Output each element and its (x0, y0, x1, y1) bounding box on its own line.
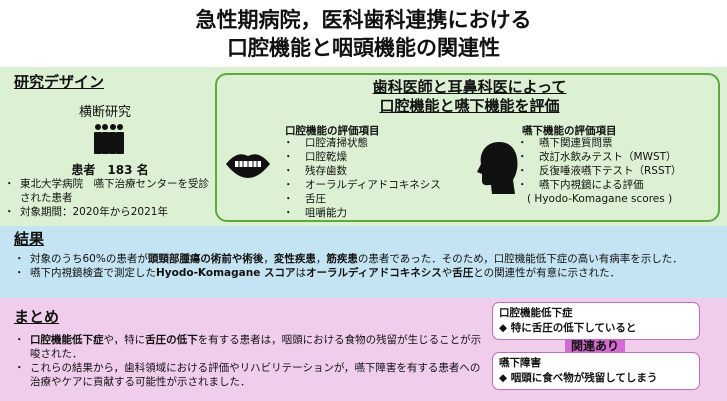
list-item: 対象のうち60%の患者が頭頸部腫瘍の術前や術後，変性疾患，筋疾患の患者であった．… (14, 252, 719, 266)
emphasis: Hyodo-Komagane スコア (156, 267, 296, 279)
box-title-2: 口腔機能と嚥下機能を評価 (379, 97, 560, 115)
emphasis: オーラルディアドコキネシス (305, 267, 442, 279)
swallow-items: 嚥下関連質問票 改訂水飲みテスト（MWST） 反復唾液嚥下テスト（RSST） 嚥… (517, 136, 682, 192)
page-title: 急性期病院，医科歯科連携における 口腔機能と咽頭機能の関連性 (0, 6, 727, 62)
results-bullets: 対象のうち60%の患者が頭頸部腫瘍の術前や術後，変性疾患，筋疾患の患者であった．… (14, 252, 719, 280)
list-item: 反復唾液嚥下テスト（RSST） (517, 164, 682, 178)
emphasis: 頭頸部腫瘍の術前や術後 (147, 253, 264, 265)
emphasis: 舌圧 (452, 267, 474, 279)
study-type: 横断研究 (78, 105, 131, 120)
people-icon (94, 124, 124, 154)
design-heading: 研究デザイン (14, 73, 105, 91)
list-item: 嚥下関連質問票 (517, 136, 682, 150)
text: を有する患者は，咽頭における食物の残留が生じることが示唆された． (30, 334, 482, 360)
box-title: 口腔機能低下症 (499, 307, 573, 319)
list-item: 嚥下内視鏡による評価 (517, 178, 682, 192)
text: の患者であった．そのため，口腔機能低下症の高い有病率を示した． (357, 253, 683, 265)
text: ， (315, 253, 327, 265)
list-item: 口腔機能低下症や，特に舌圧の低下を有する患者は，咽頭における食物の残留が生じるこ… (14, 333, 484, 361)
list-item: 東北大学病院 嚥下治療センターを受診された患者 (4, 177, 214, 205)
evaluation-box: 歯科医師と耳鼻科医によって 口腔機能と嚥下機能を評価 口腔機能の評価項目 口腔清… (215, 73, 720, 222)
emphasis: 変性疾患 (273, 253, 316, 265)
emphasis: 舌圧の低下 (145, 334, 198, 346)
text: との関連性が有意に示された． (473, 267, 621, 279)
title-line-2: 口腔機能と咽頭機能の関連性 (227, 36, 500, 60)
oral-items: 口腔清掃状態 口腔乾燥 残存歯数 オーラルディアドコキネシス 舌圧 咀嚼能力 (283, 136, 441, 220)
box-title-1: 歯科医師と耳鼻科医によって (372, 78, 567, 96)
mouth-icon (226, 154, 270, 178)
list-item: オーラルディアドコキネシス (283, 178, 441, 192)
results-heading: 結果 (14, 230, 45, 248)
summary-section: まとめ 口腔機能低下症や，特に舌圧の低下を有する患者は，咽頭における食物の残留が… (0, 298, 727, 401)
list-item: 嚥下内視鏡検査で測定したHyodo-Komagane スコアはオーラルディアドコ… (14, 266, 719, 280)
results-section: 結果 対象のうち60%の患者が頭頸部腫瘍の術前や術後，変性疾患，筋疾患の患者であ… (0, 226, 727, 298)
association-label: 関連あり (570, 339, 619, 353)
oral-heading: 口腔機能の評価項目 (285, 125, 380, 137)
swallow-heading: 嚥下機能の評価項目 (522, 125, 617, 137)
box-item: ◆ 特に舌圧の低下していると (499, 322, 637, 334)
design-bullets: 東北大学病院 嚥下治療センターを受診された患者 対象期間：2020年から2021… (4, 177, 214, 219)
summary-heading: まとめ (14, 308, 60, 326)
list-item: 改訂水飲みテスト（MWST） (517, 150, 682, 164)
list-item: 口腔清掃状態 (283, 136, 441, 150)
box-title: 嚥下障害 (499, 357, 541, 369)
list-item: 舌圧 (283, 192, 441, 206)
patient-count: 患者 183 名 (71, 163, 149, 177)
text: は (295, 267, 306, 279)
text: 嚥下内視鏡検査で測定した (30, 267, 156, 279)
oral-hypofunction-box: 口腔機能低下症 ◆ 特に舌圧の低下していると (492, 302, 700, 340)
list-item: これらの結果から，歯科領域における評価やリハビリテーションが，嚥下障害を有する患… (14, 361, 484, 389)
text: や，特に (103, 334, 146, 346)
title-line-1: 急性期病院，医科歯科連携における (195, 8, 532, 32)
emphasis: 口腔機能低下症 (30, 334, 104, 346)
head-silhouette-icon (477, 142, 518, 194)
list-item: 咀嚼能力 (283, 206, 441, 220)
text: 対象のうち60%の患者が (30, 253, 148, 265)
summary-bullets: 口腔機能低下症や，特に舌圧の低下を有する患者は，咽頭における食物の残留が生じるこ… (14, 333, 484, 389)
swallow-note: ( Hyodo-Komagane scores ) (527, 193, 673, 205)
list-item: 口腔乾燥 (283, 150, 441, 164)
text: や (441, 267, 453, 279)
dysphagia-box: 嚥下障害 ◆ 咽頭に食べ物が残留してしまう (492, 352, 700, 390)
text: ， (263, 253, 274, 265)
box-item: ◆ 咽頭に食べ物が残留してしまう (499, 372, 658, 384)
list-item: 残存歯数 (283, 164, 441, 178)
list-item: 対象期間：2020年から2021年 (4, 205, 214, 219)
emphasis: 筋疾患 (326, 253, 358, 265)
study-design-section: 研究デザイン 横断研究 患者 183 名 東北大学病院 嚥下治療センターを受診さ… (0, 67, 727, 226)
